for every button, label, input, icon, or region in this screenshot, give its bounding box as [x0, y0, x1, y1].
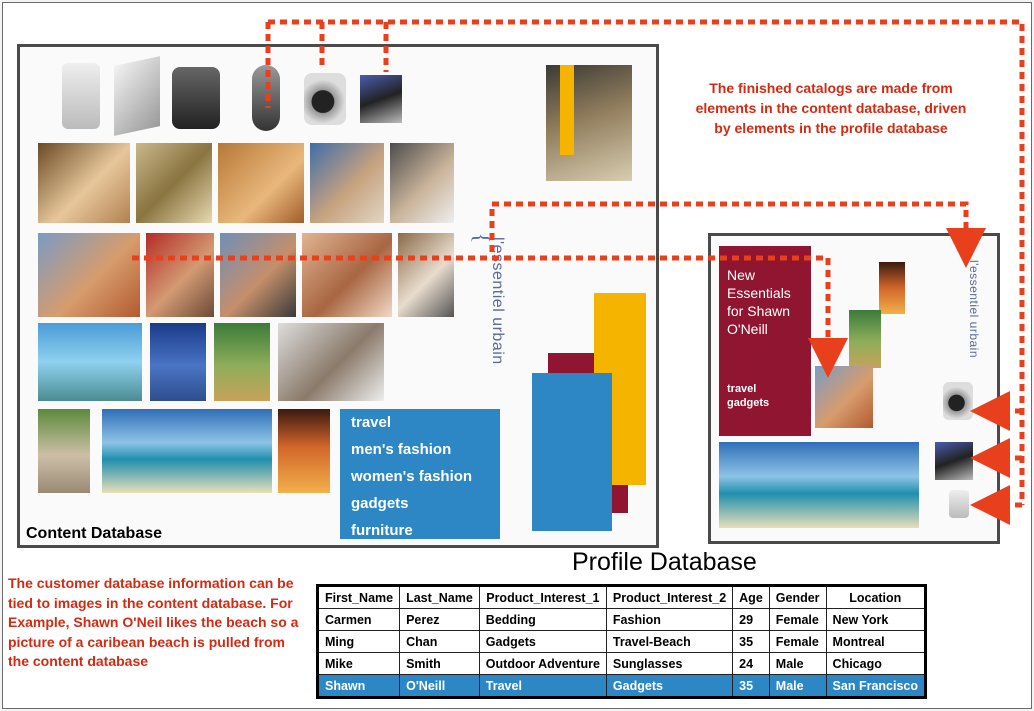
column-header: Age	[732, 585, 770, 609]
catalog-beach-image	[719, 442, 919, 528]
gadget-ipod-image	[62, 63, 100, 129]
bedding-image	[38, 143, 130, 223]
column-header: Product_Interest_2	[605, 585, 734, 609]
cell-location: New York	[825, 608, 927, 631]
content-database-panel: travel men's fashion women's fashion gad…	[17, 44, 659, 548]
stone-path-image	[38, 409, 90, 493]
category-list: travel men's fashion women's fashion gad…	[340, 409, 500, 539]
profile-database-title: Profile Database	[572, 548, 757, 576]
table-row-highlighted: Shawn O'Neill Travel Gadgets 35 Male San…	[316, 674, 927, 698]
category-travel: travel	[351, 414, 392, 431]
cell-gender: Male	[768, 674, 827, 698]
cell-gender: Male	[768, 652, 827, 675]
city-night-image	[278, 409, 330, 493]
woman-phone-image	[390, 143, 454, 223]
catalog-note: The finished catalogs are made from elem…	[695, 80, 967, 136]
woman-portrait-image	[398, 233, 454, 317]
cell-age: 29	[732, 608, 770, 631]
category-mens-fashion: men's fashion	[351, 441, 452, 458]
cell-interest-2: Gadgets	[605, 674, 734, 698]
connector-man	[132, 255, 848, 378]
category-gadgets: gadgets	[351, 495, 409, 512]
cell-interest-1: Outdoor Adventure	[478, 652, 607, 675]
cell-interest-1: Travel	[478, 674, 607, 698]
column-header: First_Name	[316, 585, 401, 609]
column-header: Location	[825, 585, 927, 609]
cell-first-name: Shawn	[316, 674, 401, 698]
cell-location: San Francisco	[825, 674, 927, 698]
content-database-caption: Content Database	[26, 525, 163, 542]
hotel-accent-yellow	[560, 65, 574, 155]
profile-table: First_Name Last_Name Product_Interest_1 …	[316, 584, 927, 699]
cell-gender: Female	[768, 608, 827, 631]
finished-catalog-panel: New Essentials for Shawn O'Neill travel …	[708, 233, 1000, 544]
connector-top-loop	[268, 19, 1025, 505]
man-drinking-image	[38, 233, 140, 317]
catalog-title-block: New Essentials for Shawn O'Neill travel …	[719, 246, 811, 436]
category-furniture: furniture	[351, 522, 413, 539]
catalog-subtitle: travel gadgets	[727, 383, 770, 409]
cell-first-name: Carmen	[316, 608, 401, 631]
catalog-ipod-image	[949, 490, 969, 518]
home-decor-image	[136, 143, 212, 223]
man-goggles-image	[220, 233, 296, 317]
column-header: Last_Name	[399, 585, 480, 609]
gadget-phone-image	[172, 67, 220, 129]
woman-glasses-image	[302, 233, 392, 317]
cell-age: 35	[732, 674, 770, 698]
accent-block-blue	[532, 373, 612, 531]
gadget-mp3-image	[360, 75, 402, 123]
water-bungalow-image	[150, 323, 206, 401]
column-header: Product_Interest_1	[478, 585, 607, 609]
beach-hut-image	[38, 323, 142, 401]
cell-gender: Female	[768, 630, 827, 653]
table-row: Mike Smith Outdoor Adventure Sunglasses …	[316, 652, 927, 675]
customer-db-note: The customer database information can be…	[8, 575, 299, 669]
man-bandana-image	[146, 233, 214, 317]
vases-image	[218, 143, 304, 223]
palm-tree-image	[214, 323, 270, 401]
catalog-palm-image	[849, 310, 881, 368]
catalog-mp3-image	[935, 442, 973, 480]
catalog-city-image	[879, 262, 905, 314]
laptop-hands-image	[310, 143, 384, 223]
connector-logo	[489, 201, 986, 268]
cell-interest-1: Gadgets	[478, 630, 607, 653]
catalog-title: New Essentials for Shawn O'Neill	[727, 267, 791, 337]
cell-age: 24	[732, 652, 770, 675]
catalog-camera-image	[943, 382, 973, 420]
beach-panorama-image	[102, 409, 272, 493]
category-womens-fashion: women's fashion	[351, 468, 473, 485]
table-header-row: First_Name Last_Name Product_Interest_1 …	[316, 585, 927, 609]
cell-last-name: O'Neill	[399, 674, 480, 698]
business-meeting-image	[278, 323, 384, 401]
gadget-camera-image	[304, 73, 346, 125]
